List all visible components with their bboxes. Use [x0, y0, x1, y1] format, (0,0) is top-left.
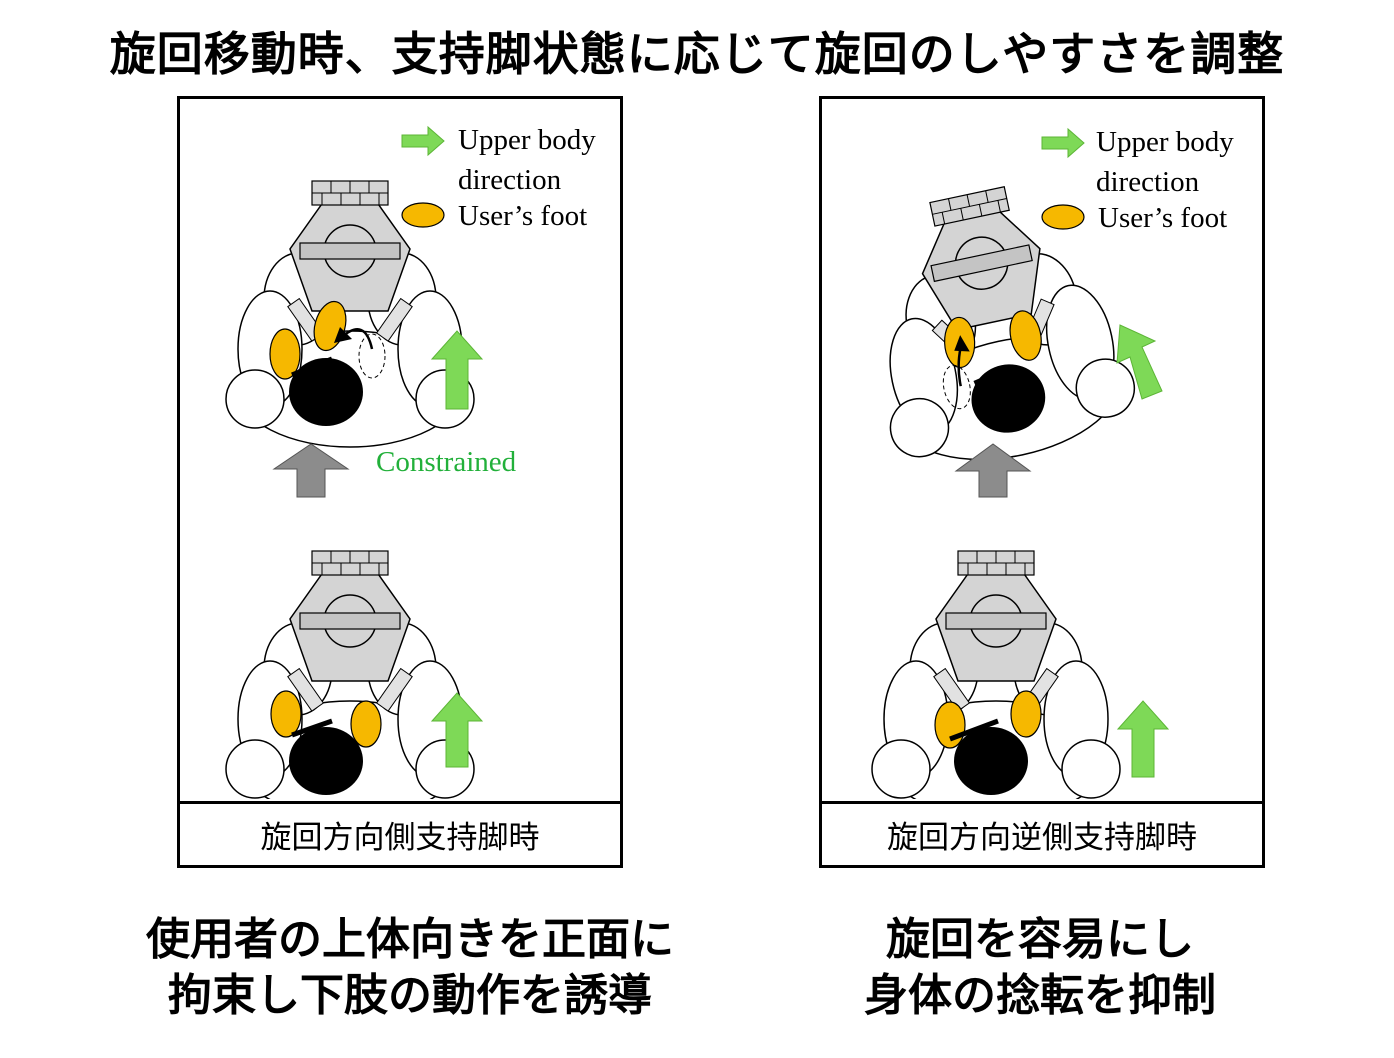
user-foot-left: [269, 328, 301, 380]
legend-foot-icon: [1041, 204, 1085, 230]
upper-body-arrow-top-icon: [1116, 324, 1163, 400]
legend-green-arrow-icon: [401, 125, 445, 157]
left-explanation-line2: 拘束し下肢の動作を誘導: [168, 970, 652, 1021]
legend-arrow-label-line2: direction: [1096, 166, 1200, 198]
user-foot-right: [350, 700, 382, 748]
left-explanation: 使用者の上体向きを正面に 拘束し下肢の動作を誘導: [110, 912, 710, 1024]
constrained-label: Constrained: [376, 446, 517, 478]
left-explanation-line1: 使用者の上体向きを正面に: [146, 914, 674, 965]
panel-opposite-side-support: Upper body direction User’s foot 旋回方向逆: [819, 96, 1265, 868]
panel-caption: 旋回方向側支持脚時: [180, 801, 620, 865]
robot-bottom: [871, 550, 1121, 799]
legend-arrow-label-line2: direction: [458, 164, 562, 196]
panel-same-side-support: Upper body direction User’s foot Constra…: [177, 96, 623, 868]
transition-arrow-icon: [272, 443, 350, 498]
panel-caption: 旋回方向逆側支持脚時: [822, 801, 1262, 865]
user-head: [289, 358, 363, 426]
user-foot-left: [270, 690, 302, 738]
panel-left-drawing: Upper body direction User’s foot Constra…: [225, 124, 596, 799]
previous-foot-position: [358, 333, 386, 379]
upper-body-arrow-top-icon: [430, 330, 484, 410]
legend-foot-label: User’s foot: [1098, 202, 1227, 234]
robot-top: [225, 180, 475, 448]
robot-bottom: [225, 550, 475, 799]
robot-top: [845, 168, 1145, 482]
right-explanation-line1: 旋回を容易にし: [886, 914, 1194, 965]
user-head: [289, 727, 363, 795]
panel-right-drawing: Upper body direction User’s foot: [845, 126, 1234, 799]
legend-foot-label: User’s foot: [458, 200, 587, 232]
right-explanation: 旋回を容易にし 身体の捻転を抑制: [760, 912, 1320, 1024]
user-head: [954, 727, 1028, 795]
right-explanation-line2: 身体の捻転を抑制: [864, 970, 1216, 1021]
upper-body-arrow-bottom-icon: [1116, 700, 1170, 778]
user-head: [971, 364, 1046, 433]
legend-foot-icon: [401, 202, 445, 228]
transition-arrow-icon: [954, 443, 1032, 498]
upper-body-arrow-bottom-icon: [430, 692, 484, 768]
page-title: 旋回移動時、支持脚状態に応じて旋回のしやすさを調整: [109, 27, 1285, 81]
user-foot-right: [1010, 690, 1042, 738]
legend-arrow-label-line1: Upper body: [1096, 126, 1234, 158]
user-foot-left: [934, 701, 966, 749]
user-foot-right: [1009, 310, 1042, 361]
legend-green-arrow-icon: [1041, 127, 1085, 159]
legend-arrow-label-line1: Upper body: [458, 124, 596, 156]
